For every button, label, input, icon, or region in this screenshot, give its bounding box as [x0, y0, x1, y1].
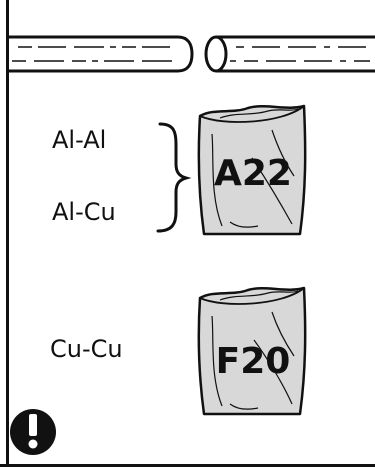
label-al-cu: Al-Cu: [52, 198, 116, 226]
bag-f20-icon: F20: [197, 286, 307, 416]
bag-a22-icon: A22: [197, 104, 307, 236]
bag-f20-label: F20: [216, 341, 291, 382]
curly-brace-icon: [156, 122, 192, 233]
label-al-al: Al-Al: [52, 126, 106, 154]
exclamation-circle-icon: [10, 409, 56, 455]
cable-right-icon: [204, 35, 375, 73]
bag-a22-label: A22: [214, 153, 292, 194]
cable-left-icon: [7, 35, 194, 73]
label-cu-cu: Cu-Cu: [50, 335, 123, 363]
